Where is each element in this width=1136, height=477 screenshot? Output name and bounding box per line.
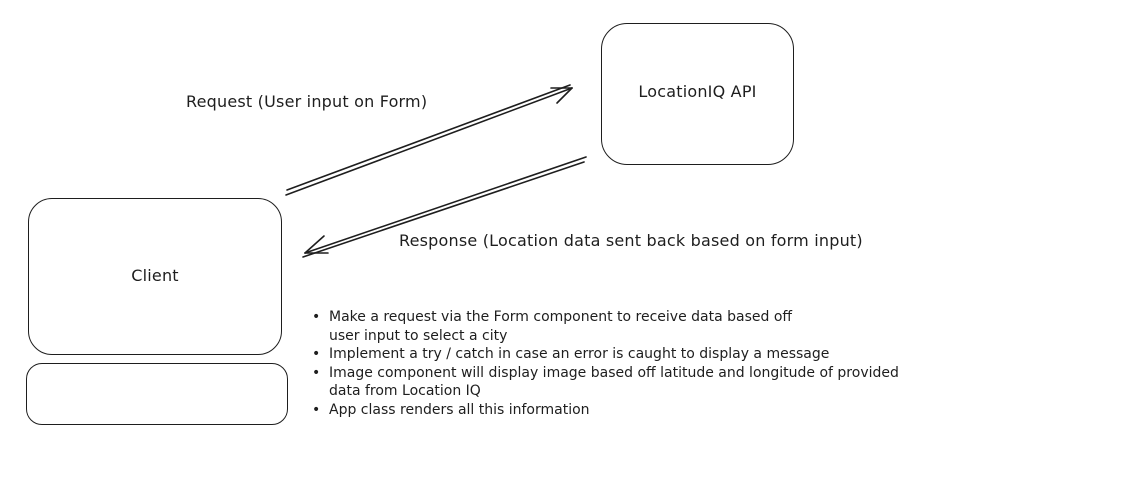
note-line: data from Location IQ	[329, 383, 481, 399]
response-edge-label: Response (Location data sent back based …	[399, 231, 863, 250]
node-locationiq-api-box	[601, 23, 794, 165]
note-line: App class renders all this information	[329, 401, 590, 418]
note-item: Image component will display image based…	[312, 364, 1122, 401]
note-line: Image component will display image based…	[329, 364, 899, 381]
note-item: Make a request via the Form component to…	[312, 308, 1122, 345]
node-client-box	[28, 198, 282, 355]
note-line: user input to select a city	[329, 327, 508, 344]
note-item: Implement a try / catch in case an error…	[312, 345, 1122, 364]
note-item: App class renders all this information	[312, 401, 1122, 420]
node-empty-box	[26, 363, 288, 425]
note-line: Make a request via the Form component to…	[329, 309, 793, 325]
request-edge-label: Request (User input on Form)	[186, 92, 428, 111]
node-client-label: Client	[131, 266, 179, 285]
notes-list: Make a request via the Form component to…	[312, 308, 1122, 419]
note-line: Implement a try / catch in case an error…	[329, 346, 830, 362]
node-locationiq-api-label: LocationIQ API	[638, 82, 757, 101]
